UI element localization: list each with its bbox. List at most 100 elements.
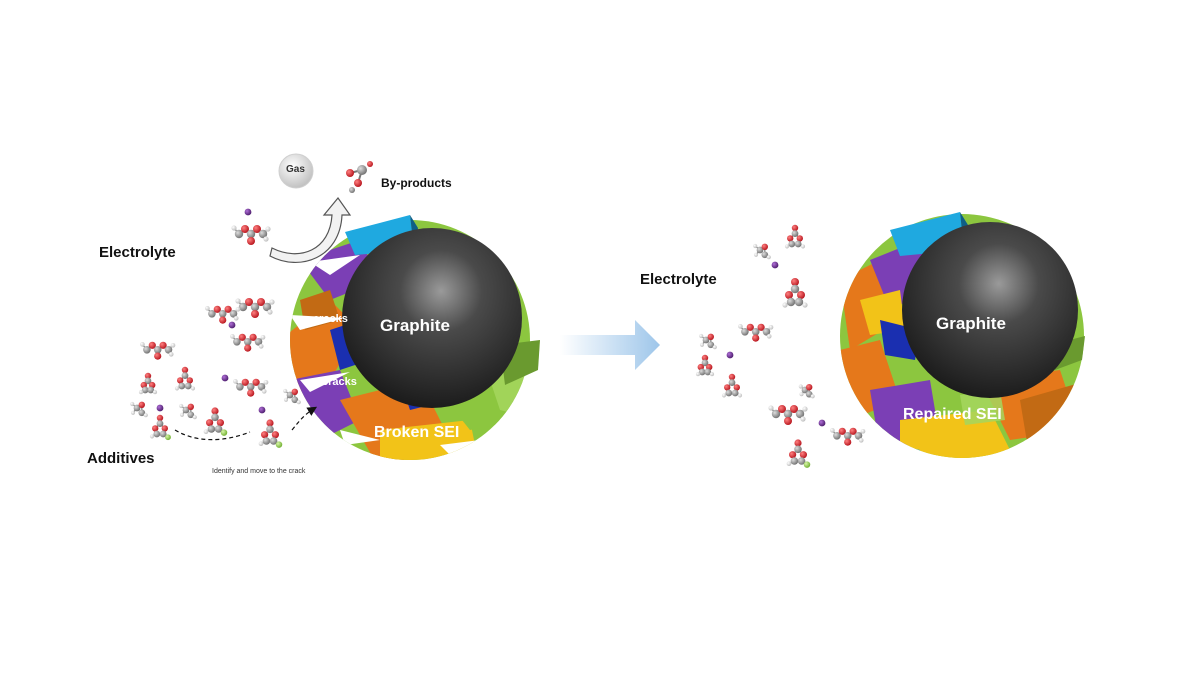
molecule-atom xyxy=(788,240,796,248)
molecule-atom xyxy=(291,388,298,395)
molecule-atom xyxy=(241,378,249,386)
molecule-atom xyxy=(236,383,244,391)
molecule-atom xyxy=(698,368,706,376)
molecule-atom xyxy=(737,393,743,398)
molecule-atom xyxy=(220,429,228,436)
molecule-atom xyxy=(238,302,248,312)
molecule-atom xyxy=(224,305,232,313)
molecule-atom xyxy=(791,224,799,232)
molecule-atom xyxy=(778,405,786,413)
molecule-atom xyxy=(762,328,771,336)
molecule-atom xyxy=(140,342,145,347)
molecule-atom xyxy=(159,430,167,438)
molecule-atom xyxy=(130,410,136,415)
molecule-atom xyxy=(263,236,269,242)
molecule-atom xyxy=(238,333,246,341)
molecule-atom xyxy=(785,291,793,299)
molecule-atom xyxy=(726,351,734,359)
molecule-atom xyxy=(218,310,227,318)
molecule-atom xyxy=(803,461,811,468)
molecule-atom xyxy=(138,409,146,417)
molecule-atom xyxy=(751,328,760,336)
molecule-atom xyxy=(806,384,813,391)
molecule-atom xyxy=(757,323,765,331)
molecule-atom xyxy=(275,441,283,448)
molecule-atom xyxy=(768,405,774,411)
molecule-atom xyxy=(179,403,184,409)
molecule-atom xyxy=(153,430,161,438)
molecule-atom xyxy=(787,235,794,242)
molecule-atom xyxy=(130,401,135,407)
molecule-atom xyxy=(231,225,237,231)
electrolyte-label-right: Electrolyte xyxy=(640,271,717,288)
molecule-atom xyxy=(790,405,798,413)
molecule-atom xyxy=(283,397,289,402)
molecule-atom xyxy=(799,451,808,459)
molecule-atom xyxy=(753,252,759,257)
gas-bubble xyxy=(278,153,314,189)
molecule-atom xyxy=(211,413,219,422)
graphite-label-right: Graphite xyxy=(936,314,1006,333)
molecule-atom xyxy=(262,437,271,445)
molecule-atom xyxy=(784,244,790,249)
molecule-atom xyxy=(214,425,223,433)
molecule-atom xyxy=(133,404,141,412)
molecule-atom xyxy=(849,427,857,435)
molecule-atom xyxy=(178,382,186,390)
molecule-atom xyxy=(164,346,173,354)
molecule-atom xyxy=(833,432,841,440)
broken-sei-particle xyxy=(290,215,540,460)
molecule-atom xyxy=(761,251,769,259)
molecule-atom xyxy=(261,388,267,394)
molecule-atom xyxy=(247,389,255,397)
molecule-atom xyxy=(802,406,808,412)
molecule-atom xyxy=(702,336,710,344)
molecule-atom xyxy=(768,324,774,330)
molecule-atom xyxy=(138,401,145,408)
molecule-atom xyxy=(192,415,197,420)
molecule-atom xyxy=(265,226,271,232)
molecule-atom xyxy=(179,412,185,417)
molecule-atom xyxy=(789,451,797,459)
cracks-label-top: cracks xyxy=(313,313,348,325)
molecule-atom xyxy=(810,394,815,399)
molecule-atom xyxy=(159,341,167,349)
molecule-atom xyxy=(253,225,261,233)
molecule-atom xyxy=(746,323,754,331)
molecule-atom xyxy=(243,338,252,346)
molecule-atom xyxy=(208,310,216,318)
graphite-label-left: Graphite xyxy=(380,316,450,335)
molecule-atom xyxy=(794,439,802,447)
molecule-atom xyxy=(247,237,255,245)
molecule-atom xyxy=(797,291,805,299)
molecule-atom xyxy=(766,255,771,260)
molecule-atom xyxy=(791,278,799,286)
molecule-atom xyxy=(267,309,273,315)
molecule-atom xyxy=(269,437,278,445)
molecule-atom xyxy=(203,429,209,435)
molecule-atom xyxy=(266,419,274,427)
molecule-atom xyxy=(756,246,764,254)
molecule-atom xyxy=(794,445,802,454)
additives-label: Additives xyxy=(87,450,155,467)
molecule-atom xyxy=(245,298,253,306)
repaired-sei-particle xyxy=(840,212,1085,458)
molecule-atom xyxy=(761,243,768,250)
molecule-atom xyxy=(177,377,184,384)
gas-label: Gas xyxy=(286,164,305,175)
molecule-atom xyxy=(286,391,294,399)
molecule-cluster xyxy=(130,208,866,468)
molecule-atom xyxy=(731,389,739,397)
molecule-atom xyxy=(799,392,804,397)
molecule-atom xyxy=(818,419,826,427)
molecule-atom xyxy=(262,302,272,312)
molecule-atom xyxy=(766,333,772,339)
molecule-atom xyxy=(186,377,193,384)
molecule-atom xyxy=(251,310,259,318)
molecule-atom xyxy=(144,377,152,385)
molecule-atom xyxy=(249,333,257,341)
molecule-atom xyxy=(695,372,701,377)
molecule-atom xyxy=(291,396,299,404)
molecule-atom xyxy=(211,407,219,415)
molecule-atom xyxy=(791,230,799,237)
